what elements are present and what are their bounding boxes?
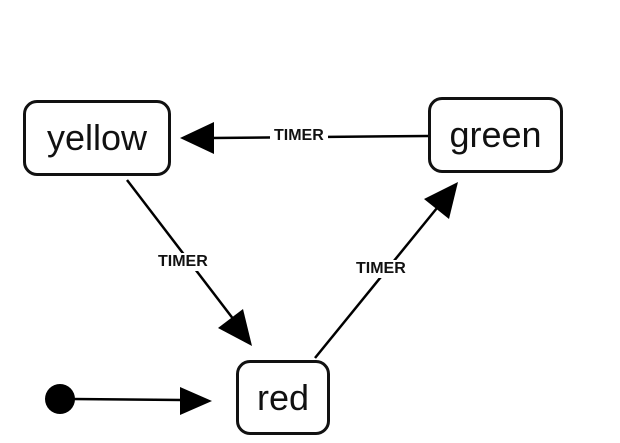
edge-label-red-green: TIMER <box>352 260 410 278</box>
state-node-yellow: yellow <box>23 100 171 176</box>
initial-transition-line <box>71 397 183 402</box>
initial-transition-arrowhead <box>180 387 212 415</box>
edge-yellow-red-arrowhead <box>218 309 252 346</box>
edge-green-yellow-arrowhead <box>180 122 214 154</box>
edge-label-green-yellow: TIMER <box>270 127 328 145</box>
state-label-yellow: yellow <box>46 117 148 158</box>
state-node-red: red <box>236 360 330 435</box>
edge-red-green-line <box>314 207 438 359</box>
edge-yellow-red-line <box>126 179 235 321</box>
edge-red-green-arrowhead <box>424 182 458 219</box>
edge-label-yellow-red: TIMER <box>154 253 212 271</box>
state-label-green: green <box>449 114 542 155</box>
initial-state-dot <box>45 384 75 414</box>
state-node-green: green <box>428 97 563 173</box>
state-label-red: red <box>256 376 310 418</box>
